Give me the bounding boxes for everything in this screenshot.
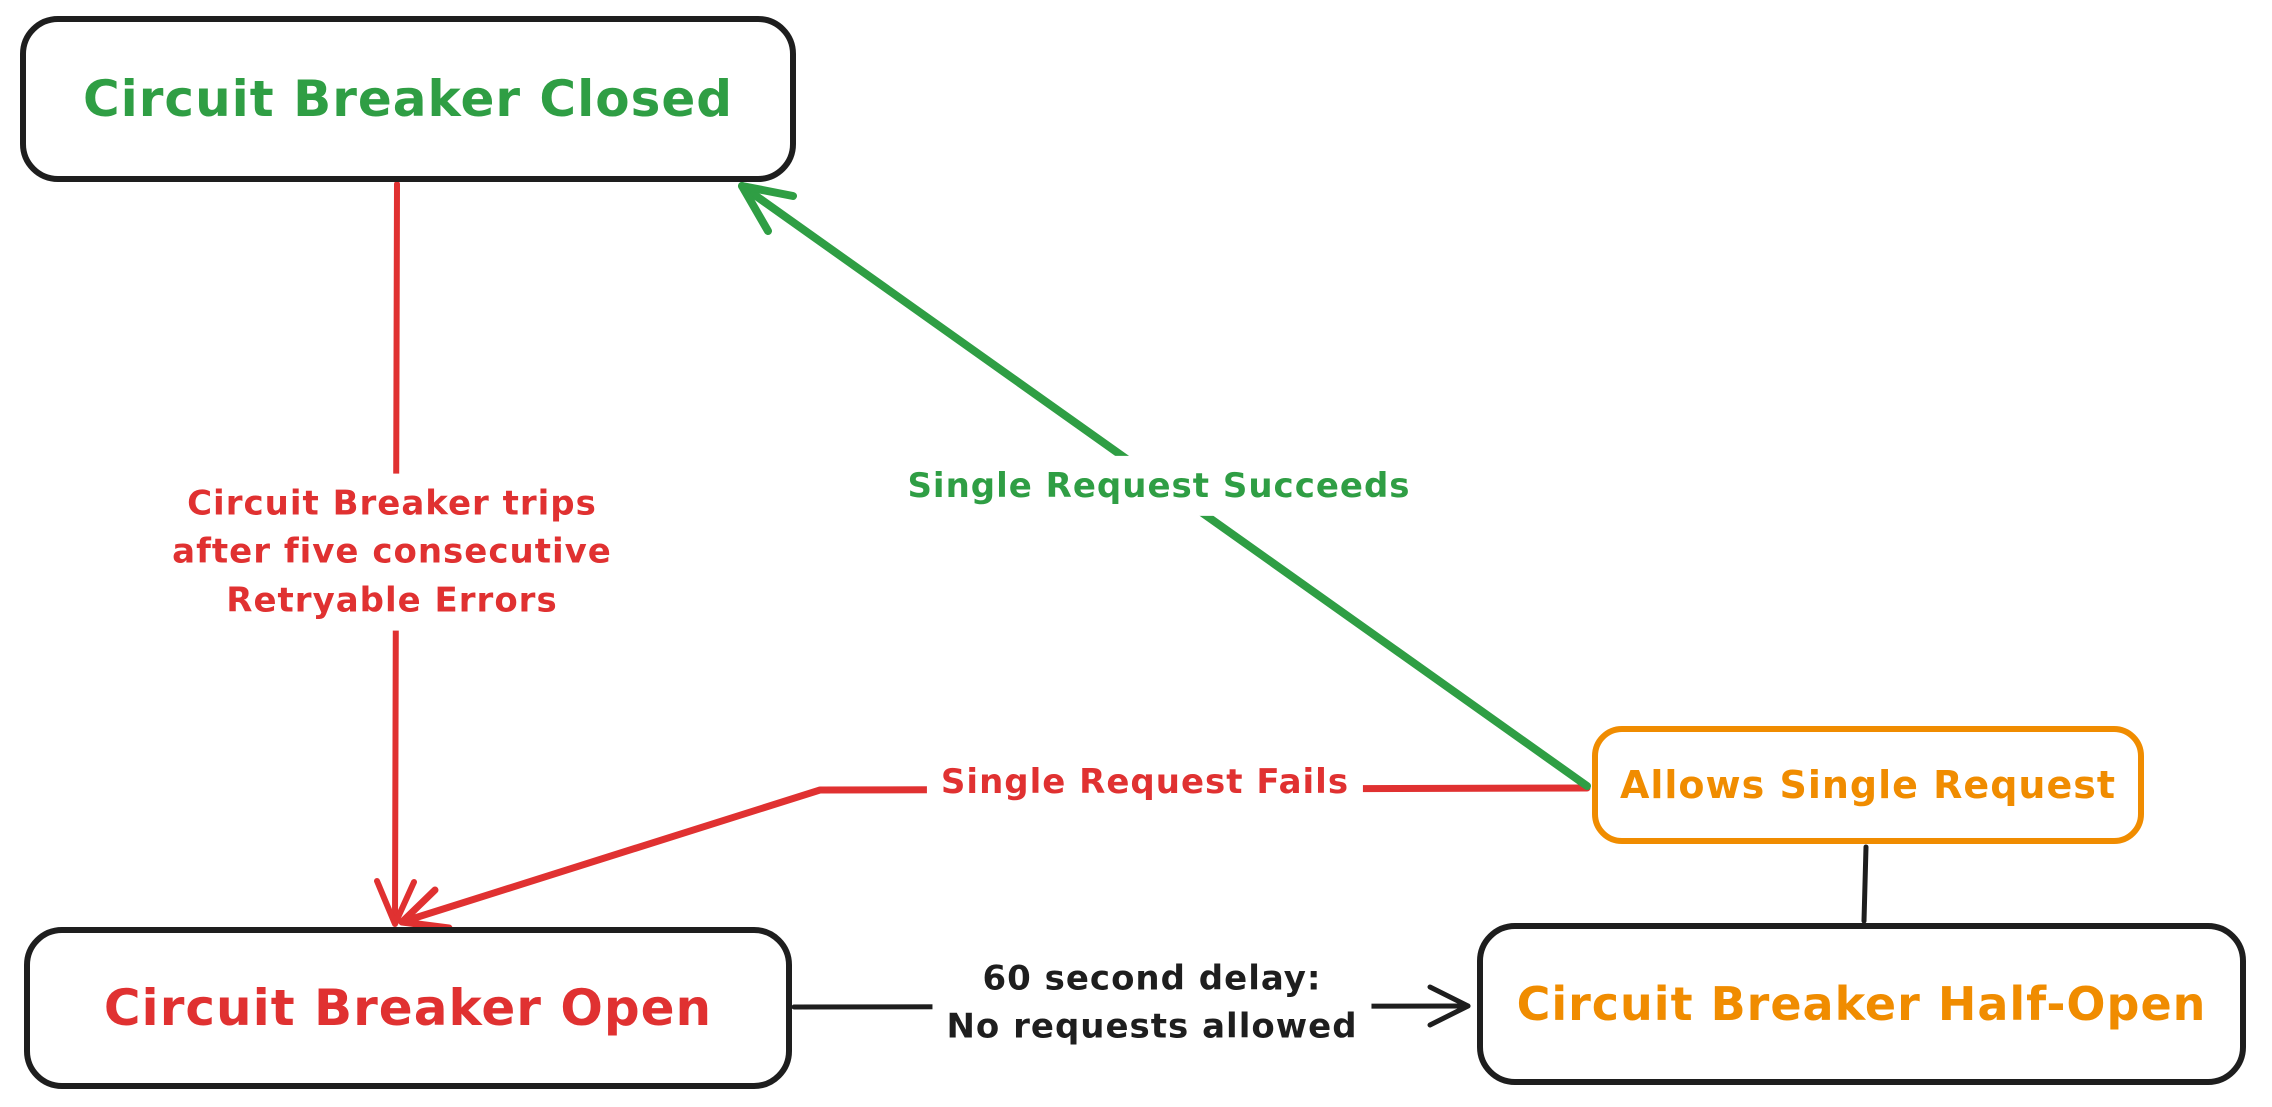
edge-delay-arrowhead [1427, 984, 1471, 1028]
edge-label-single-request-fails: Single Request Fails [926, 751, 1364, 813]
node-circuit-breaker-closed-label: Circuit Breaker Closed [82, 70, 734, 128]
edge-trip-arrowhead [374, 878, 417, 927]
node-allows-single-request: Allows Single Request [1592, 726, 2144, 844]
edge-label-single-request-succeeds: Single Request Succeeds [893, 455, 1425, 517]
edge-succeeds-arrowhead [738, 182, 797, 235]
edge-label-trip: Circuit Breaker trips after five consecu… [158, 473, 626, 631]
edge-label-delay-line1: 60 second delay: [982, 958, 1322, 999]
edge-halfopen-allows-connector [1861, 844, 1869, 924]
edge-label-delay-line2: No requests allowed [946, 1007, 1358, 1047]
edge-label-trip-line3: Retryable Errors [226, 580, 558, 621]
node-circuit-breaker-open-label: Circuit Breaker Open [103, 979, 713, 1037]
edge-label-trip-line1: Circuit Breaker trips [187, 483, 597, 524]
node-circuit-breaker-half-open: Circuit Breaker Half-Open [1477, 923, 2246, 1085]
edge-label-delay: 60 second delay: No requests allowed [932, 948, 1372, 1058]
node-allows-single-request-label: Allows Single Request [1619, 763, 2117, 807]
node-circuit-breaker-half-open-label: Circuit Breaker Half-Open [1516, 977, 2207, 1031]
edge-label-trip-line2: after five consecutive [172, 531, 612, 572]
edge-fails-arrowhead [398, 886, 453, 932]
node-circuit-breaker-closed: Circuit Breaker Closed [20, 16, 796, 182]
node-circuit-breaker-open: Circuit Breaker Open [24, 927, 792, 1089]
